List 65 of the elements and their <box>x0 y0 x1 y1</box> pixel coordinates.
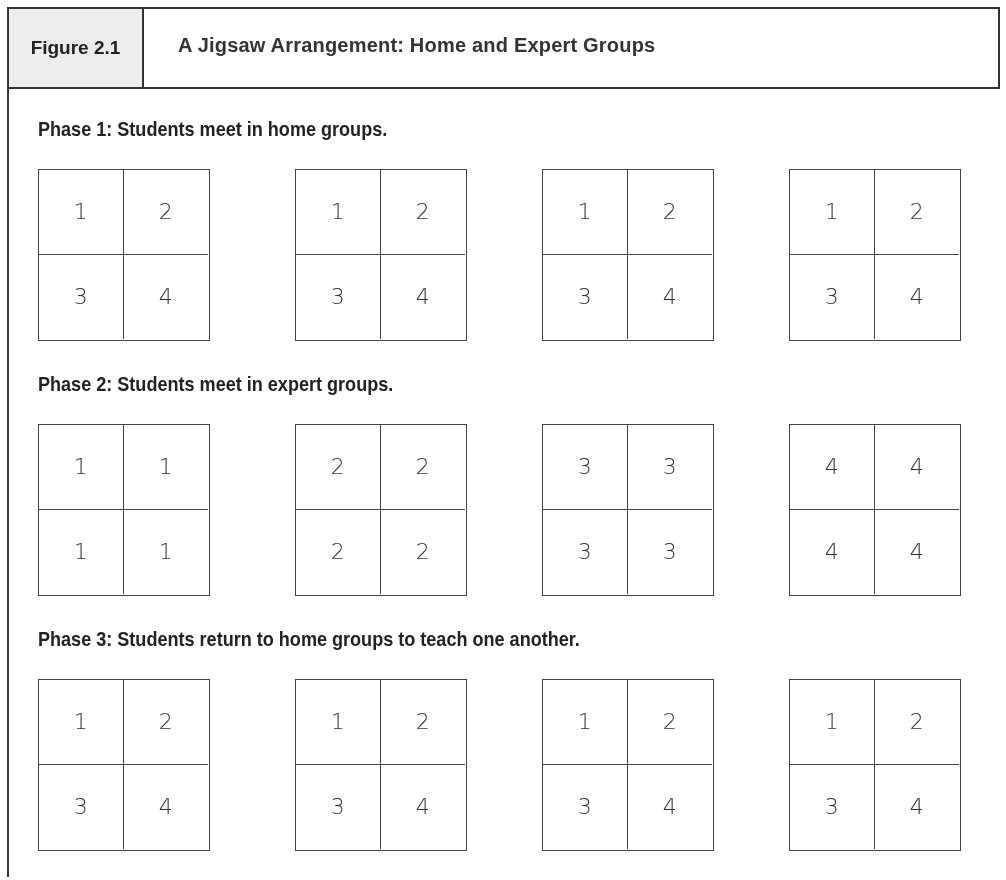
figure-title: A Jigsaw Arrangement: Home and Expert Groups <box>178 34 656 57</box>
student-cell: 1 <box>543 680 628 765</box>
student-cell: 2 <box>123 170 208 255</box>
student-cell: 2 <box>296 425 381 510</box>
student-cell: 4 <box>874 254 959 339</box>
student-cell: 1 <box>123 509 208 594</box>
student-cell: 4 <box>123 254 208 339</box>
student-cell: 2 <box>380 509 465 594</box>
student-cell: 1 <box>39 680 124 765</box>
student-cell: 4 <box>380 254 465 339</box>
student-cell: 3 <box>39 254 124 339</box>
student-cell: 3 <box>627 425 712 510</box>
figure-number: Figure 2.1 <box>30 37 121 59</box>
student-cell: 1 <box>123 425 208 510</box>
group-square <box>295 679 467 851</box>
student-cell: 2 <box>627 170 712 255</box>
group-square <box>542 169 714 341</box>
student-cell: 3 <box>543 425 628 510</box>
student-cell: 2 <box>296 509 381 594</box>
group-square <box>789 169 961 341</box>
student-cell: 1 <box>39 170 124 255</box>
student-cell: 1 <box>790 680 875 765</box>
student-cell: 4 <box>790 425 875 510</box>
group-square <box>38 424 210 596</box>
student-cell: 4 <box>874 509 959 594</box>
student-cell: 3 <box>543 254 628 339</box>
student-cell: 4 <box>790 509 875 594</box>
student-cell: 4 <box>874 764 959 849</box>
student-cell: 1 <box>39 509 124 594</box>
student-cell: 3 <box>39 764 124 849</box>
phase-heading: Phase 3: Students return to home groups to teach one another. <box>38 627 580 651</box>
student-cell: 4 <box>380 764 465 849</box>
group-square <box>295 424 467 596</box>
group-square <box>295 169 467 341</box>
student-cell: 2 <box>627 680 712 765</box>
group-square <box>38 679 210 851</box>
group-square <box>789 679 961 851</box>
student-cell: 4 <box>874 425 959 510</box>
student-cell: 2 <box>380 680 465 765</box>
student-cell: 4 <box>627 254 712 339</box>
group-square <box>542 424 714 596</box>
student-cell: 3 <box>296 764 381 849</box>
student-cell: 2 <box>874 680 959 765</box>
student-cell: 3 <box>627 509 712 594</box>
student-cell: 1 <box>790 170 875 255</box>
student-cell: 3 <box>790 764 875 849</box>
student-cell: 1 <box>39 425 124 510</box>
student-cell: 3 <box>543 509 628 594</box>
group-square <box>789 424 961 596</box>
student-cell: 2 <box>874 170 959 255</box>
student-cell: 3 <box>296 254 381 339</box>
group-square <box>542 679 714 851</box>
student-cell: 2 <box>380 425 465 510</box>
student-cell: 1 <box>296 170 381 255</box>
student-cell: 4 <box>123 764 208 849</box>
student-cell: 1 <box>296 680 381 765</box>
student-cell: 2 <box>380 170 465 255</box>
student-cell: 3 <box>543 764 628 849</box>
group-square <box>38 169 210 341</box>
student-cell: 2 <box>123 680 208 765</box>
phase-heading: Phase 2: Students meet in expert groups. <box>38 372 394 396</box>
phase-heading: Phase 1: Students meet in home groups. <box>38 117 388 141</box>
student-cell: 3 <box>790 254 875 339</box>
student-cell: 4 <box>627 764 712 849</box>
student-cell: 1 <box>543 170 628 255</box>
